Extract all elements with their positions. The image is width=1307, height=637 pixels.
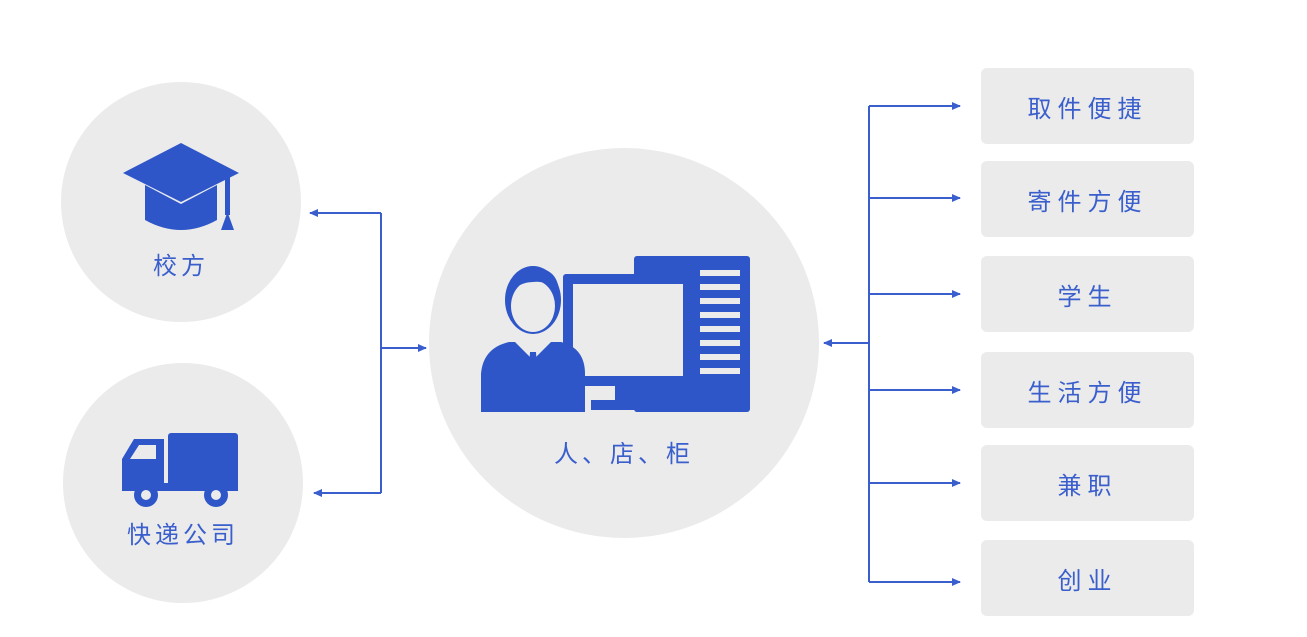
- benefit-label: 生活方便: [1027, 378, 1148, 407]
- school-label: 校方: [153, 252, 209, 280]
- benefit-box: 学生: [981, 256, 1194, 332]
- benefit-box: 生活方便: [981, 352, 1194, 428]
- benefit-label: 取件便捷: [1027, 94, 1148, 123]
- center-node: 人、店、柜: [429, 148, 819, 538]
- person-computer-icon: [481, 256, 750, 412]
- school-node: 校方: [61, 82, 301, 322]
- courier-label: 快递公司: [127, 521, 239, 549]
- benefit-box: 创业: [981, 540, 1194, 616]
- benefit-box: 寄件方便: [981, 161, 1194, 237]
- benefit-label: 创业: [1057, 566, 1118, 595]
- benefit-label: 学生: [1057, 282, 1118, 311]
- center-label: 人、店、柜: [554, 440, 694, 468]
- benefit-label: 寄件方便: [1027, 187, 1148, 216]
- courier-node: 快递公司: [63, 363, 303, 603]
- benefit-label: 兼职: [1057, 471, 1118, 500]
- graduation-cap-icon: [123, 143, 239, 230]
- truck-icon: [122, 433, 238, 507]
- benefit-box: 兼职: [981, 445, 1194, 521]
- benefit-box: 取件便捷: [981, 68, 1194, 144]
